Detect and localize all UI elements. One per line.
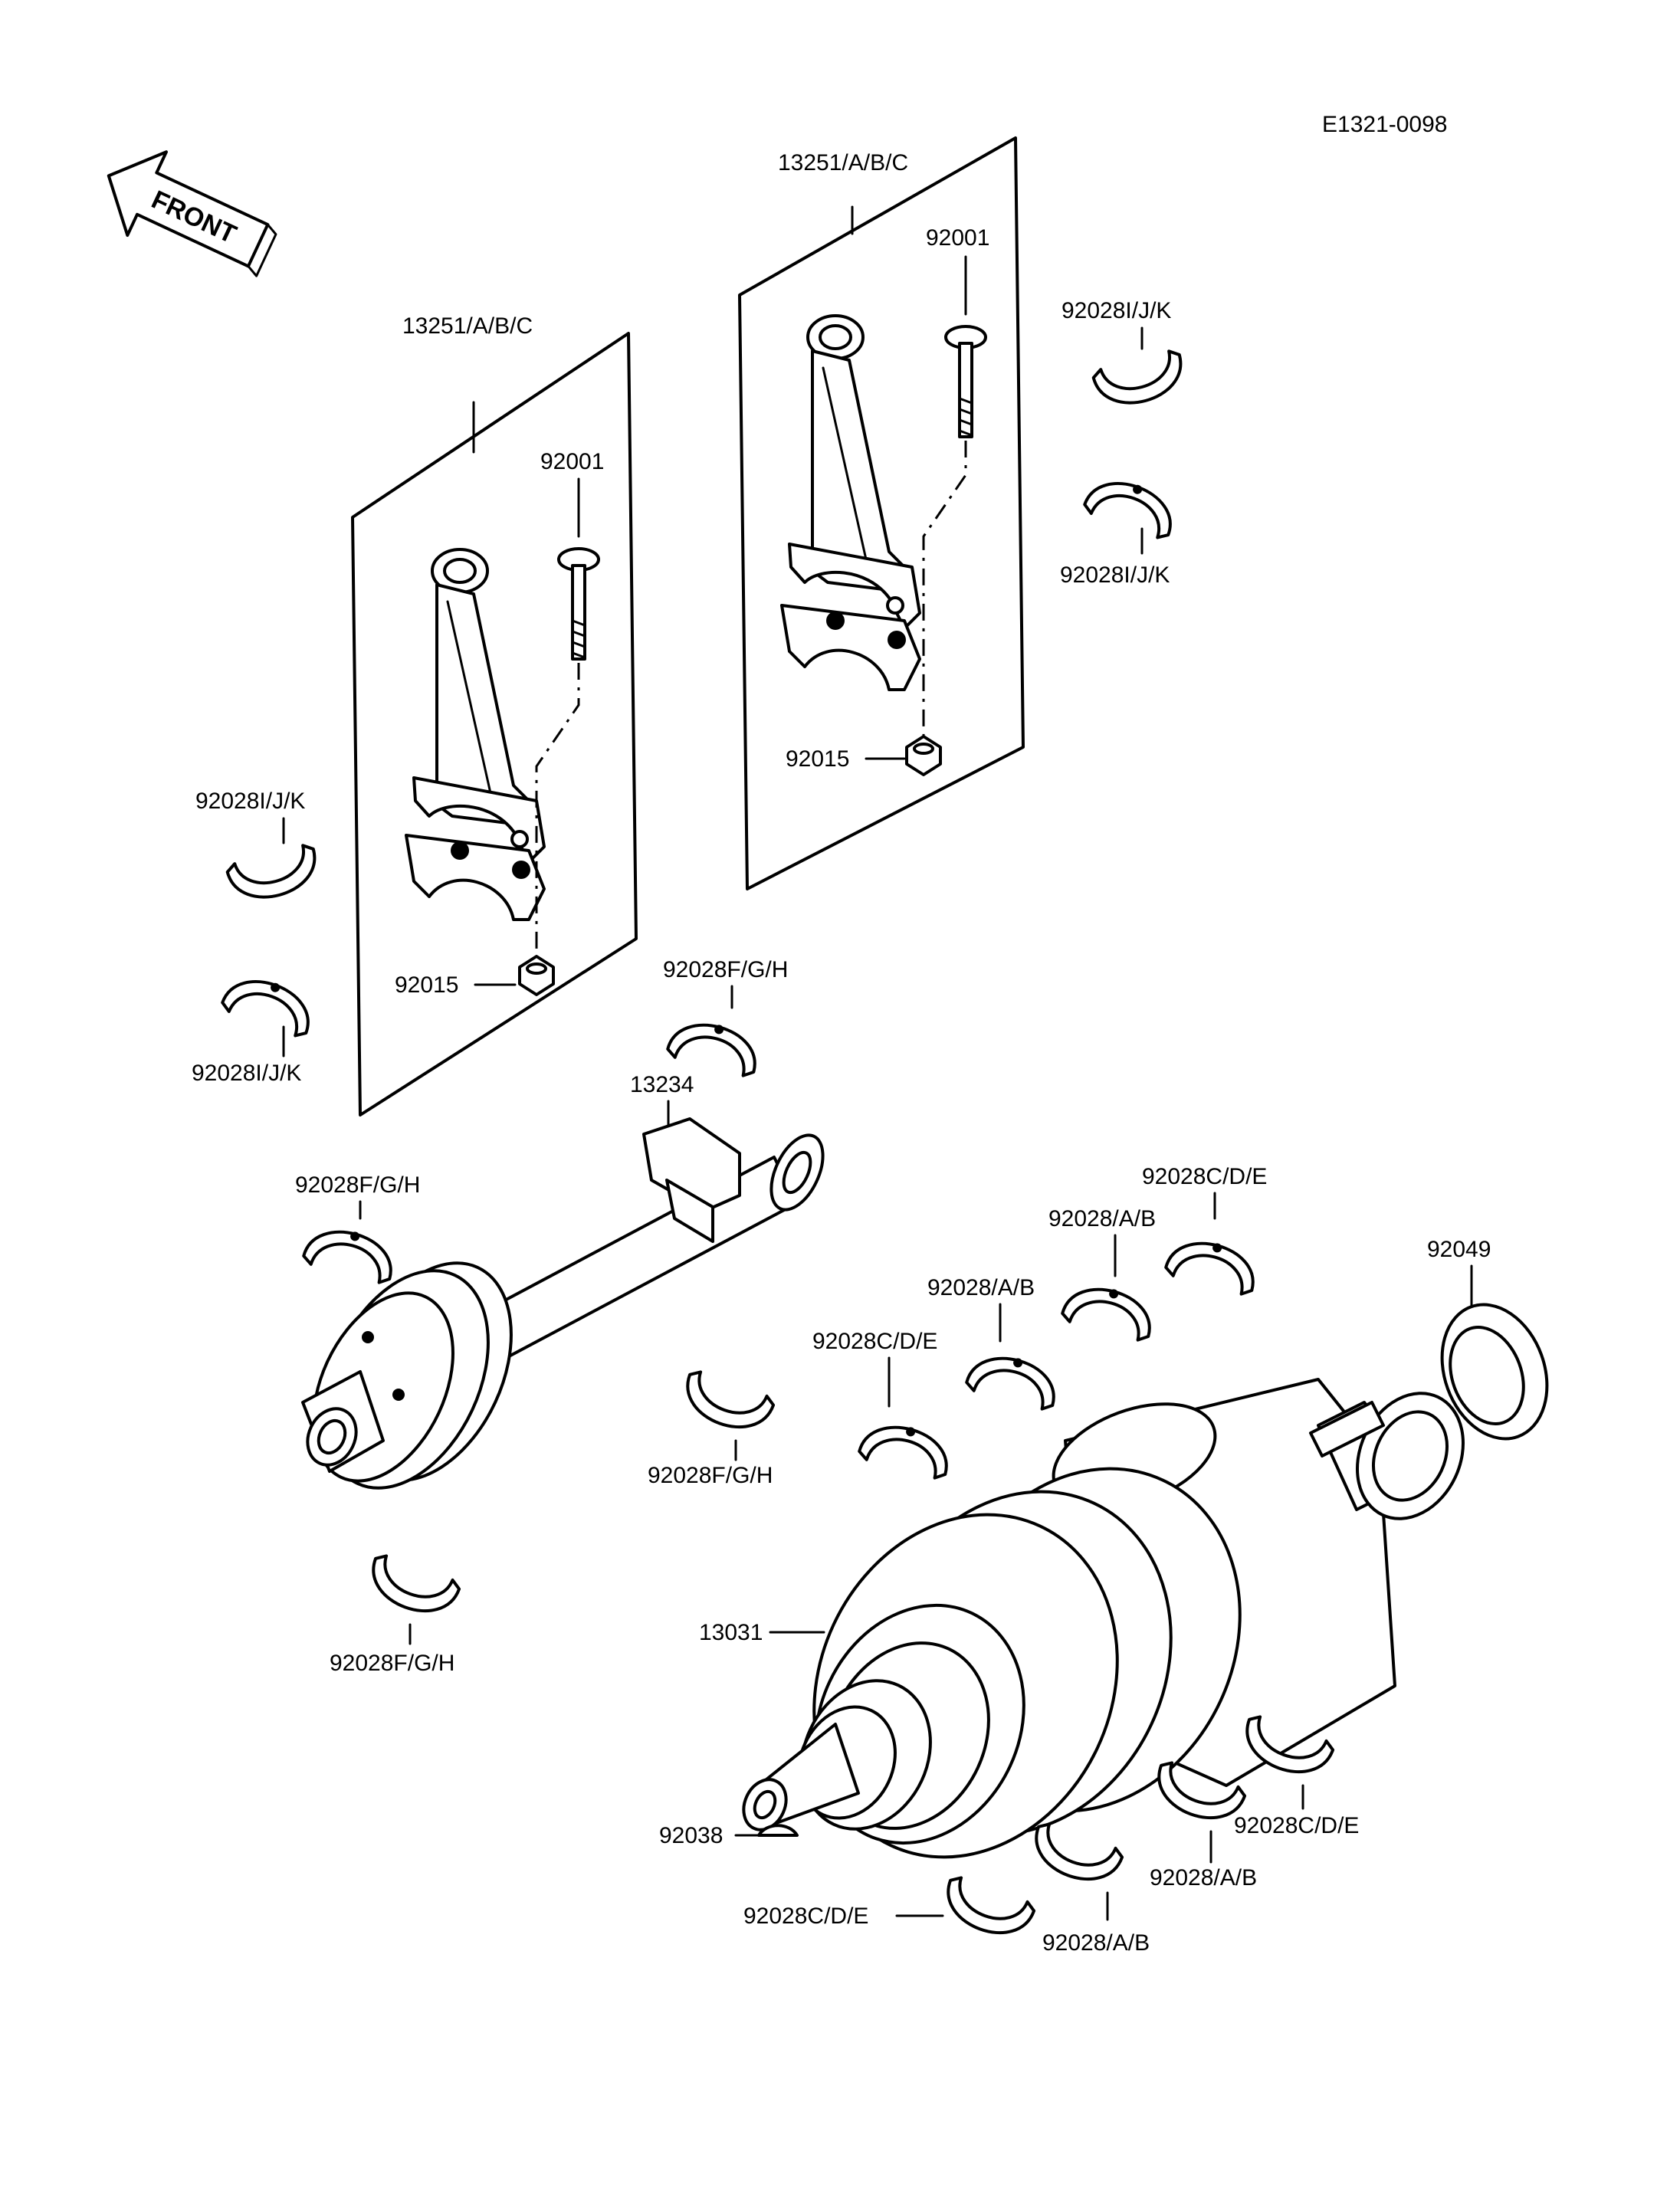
rod-bearing-left-upper: 92028I/J/K [195,789,324,908]
rod-bearing-right-upper-label: 92028I/J/K [1061,298,1171,323]
diagram-code: E1321-0098 [1322,112,1447,137]
balancer-shaft [301,1133,825,1490]
rod-bearing-left-upper-label: 92028I/J/K [195,789,305,814]
oil-seal: 92049 [1309,1237,1549,1458]
rod-bearing-right-lower-label: 92028I/J/K [1060,562,1170,588]
front-arrow-icon: FRONT [107,150,277,277]
main-bearing-ab-top-2-label: 92028/A/B [927,1275,1035,1300]
main-bearing-ab-bottom-1: 92028/A/B [1147,1758,1257,1890]
balancer-bearing-left-label: 92028F/G/H [295,1172,420,1198]
main-bearing-ab-bottom-2-label: 92028/A/B [1042,1930,1150,1956]
rod-bearing-right-upper: 92028I/J/K [1061,298,1190,414]
main-bearing-ab-top-2: 92028/A/B [927,1275,1064,1413]
balancer-bearing-bottom: 92028F/G/H [330,1551,463,1676]
rod-bearing-right-lower: 92028I/J/K [1060,468,1183,588]
balancer-bearing-mid-label: 92028F/G/H [648,1463,773,1488]
balancer-bearing-left: 92028F/G/H [295,1172,420,1287]
main-bearing-cde-top-right: 92028C/D/E [1142,1164,1267,1298]
nut-right-label: 92015 [786,746,849,772]
balancer-weight-label: 13234 [630,1072,694,1097]
main-bearing-cde-top-left: 92028C/D/E [812,1329,956,1482]
balancer-bearing-mid: 92028F/G/H [648,1367,777,1488]
main-bearing-cde-top-left-label: 92028C/D/E [812,1329,937,1354]
main-bearing-cde-bottom-right: 92028C/D/E [1234,1712,1359,1838]
crankshaft-label: 13031 [699,1620,763,1645]
bolt-left-label: 92001 [540,449,604,474]
main-bearing-ab-top-1: 92028/A/B [1048,1206,1160,1344]
woodruff-key: 92038 [659,1823,799,1848]
main-bearing-cde-bottom-right-label: 92028C/D/E [1234,1813,1359,1838]
main-bearing-ab-bottom-1-label: 92028/A/B [1150,1865,1257,1890]
rod-assembly-left: 13251/A/B/C 92001 92015 [351,313,638,1117]
balancer-weight: 13234 [630,1072,741,1243]
rod-assy-left-label: 13251/A/B/C [402,313,533,339]
main-bearing-cde-top-right-label: 92028C/D/E [1142,1164,1267,1189]
main-bearing-cde-bottom-left: 92028C/D/E [743,1873,1038,1946]
rod-bearing-left-lower: 92028I/J/K [192,966,320,1086]
balancer-bearing-bottom-label: 92028F/G/H [330,1651,454,1676]
nut-left-label: 92015 [395,972,458,998]
main-bearing-ab-bottom-2: 92028/A/B [1025,1819,1150,1956]
main-bearing-cde-bottom-left-label: 92028C/D/E [743,1904,868,1929]
oil-seal-label: 92049 [1427,1237,1491,1262]
crankshaft: 13031 [699,1378,1465,1859]
rod-assy-right-label: 13251/A/B/C [778,150,908,175]
rod-assembly-right: 13251/A/B/C 92001 92015 [738,136,1025,890]
balancer-bearing-top: 92028F/G/H [663,957,788,1080]
woodruff-key-label: 92038 [659,1823,723,1848]
bolt-right-label: 92001 [926,225,989,251]
balancer-gear [301,1261,513,1490]
balancer-bearing-top-label: 92028F/G/H [663,957,788,982]
main-bearing-ab-top-1-label: 92028/A/B [1048,1206,1156,1231]
rod-bearing-left-lower-label: 92028I/J/K [192,1061,301,1086]
